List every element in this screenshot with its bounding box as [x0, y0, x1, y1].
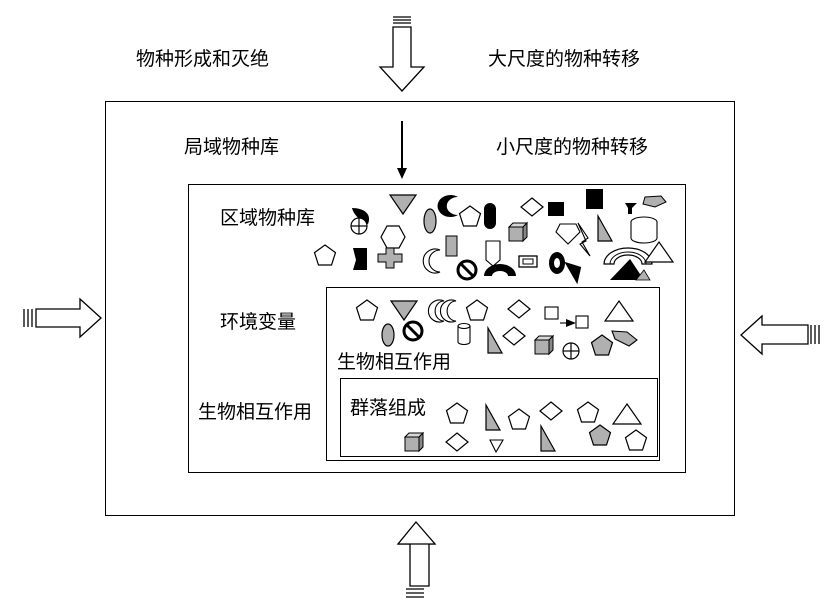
outer-frame: [105, 101, 735, 516]
bottom-input-arrow-icon: [396, 520, 437, 598]
community-species-icons: [404, 401, 648, 454]
environment-species-icons: [355, 299, 638, 360]
local-pool-frame: [188, 184, 686, 473]
regional-pool-species-icons: [313, 189, 674, 285]
community-frame: [340, 378, 658, 457]
regional-species-pool-label: 区域物种库: [220, 207, 316, 229]
small-scale-transfer-label: 小尺度的物种转移: [496, 136, 649, 158]
large-scale-transfer-label: 大尺度的物种转移: [488, 48, 641, 70]
left-input-arrow-icon: [23, 297, 102, 339]
environmental-variables-label: 环境变量: [220, 311, 297, 333]
community-assembly-label: 群落组成: [350, 397, 427, 419]
speciation-extinction-label: 物种形成和灭绝: [136, 48, 270, 70]
biotic-interaction-outer-label: 生物相互作用: [198, 401, 313, 423]
local-species-pool-label: 局域物种库: [184, 136, 280, 158]
right-input-arrow-icon: [740, 314, 820, 356]
top-input-arrow-icon: [378, 16, 426, 92]
biotic-interaction-inner-label: 生物相互作用: [337, 351, 452, 373]
environment-frame: [326, 287, 660, 461]
small-transfer-arrow-icon: [397, 121, 407, 179]
